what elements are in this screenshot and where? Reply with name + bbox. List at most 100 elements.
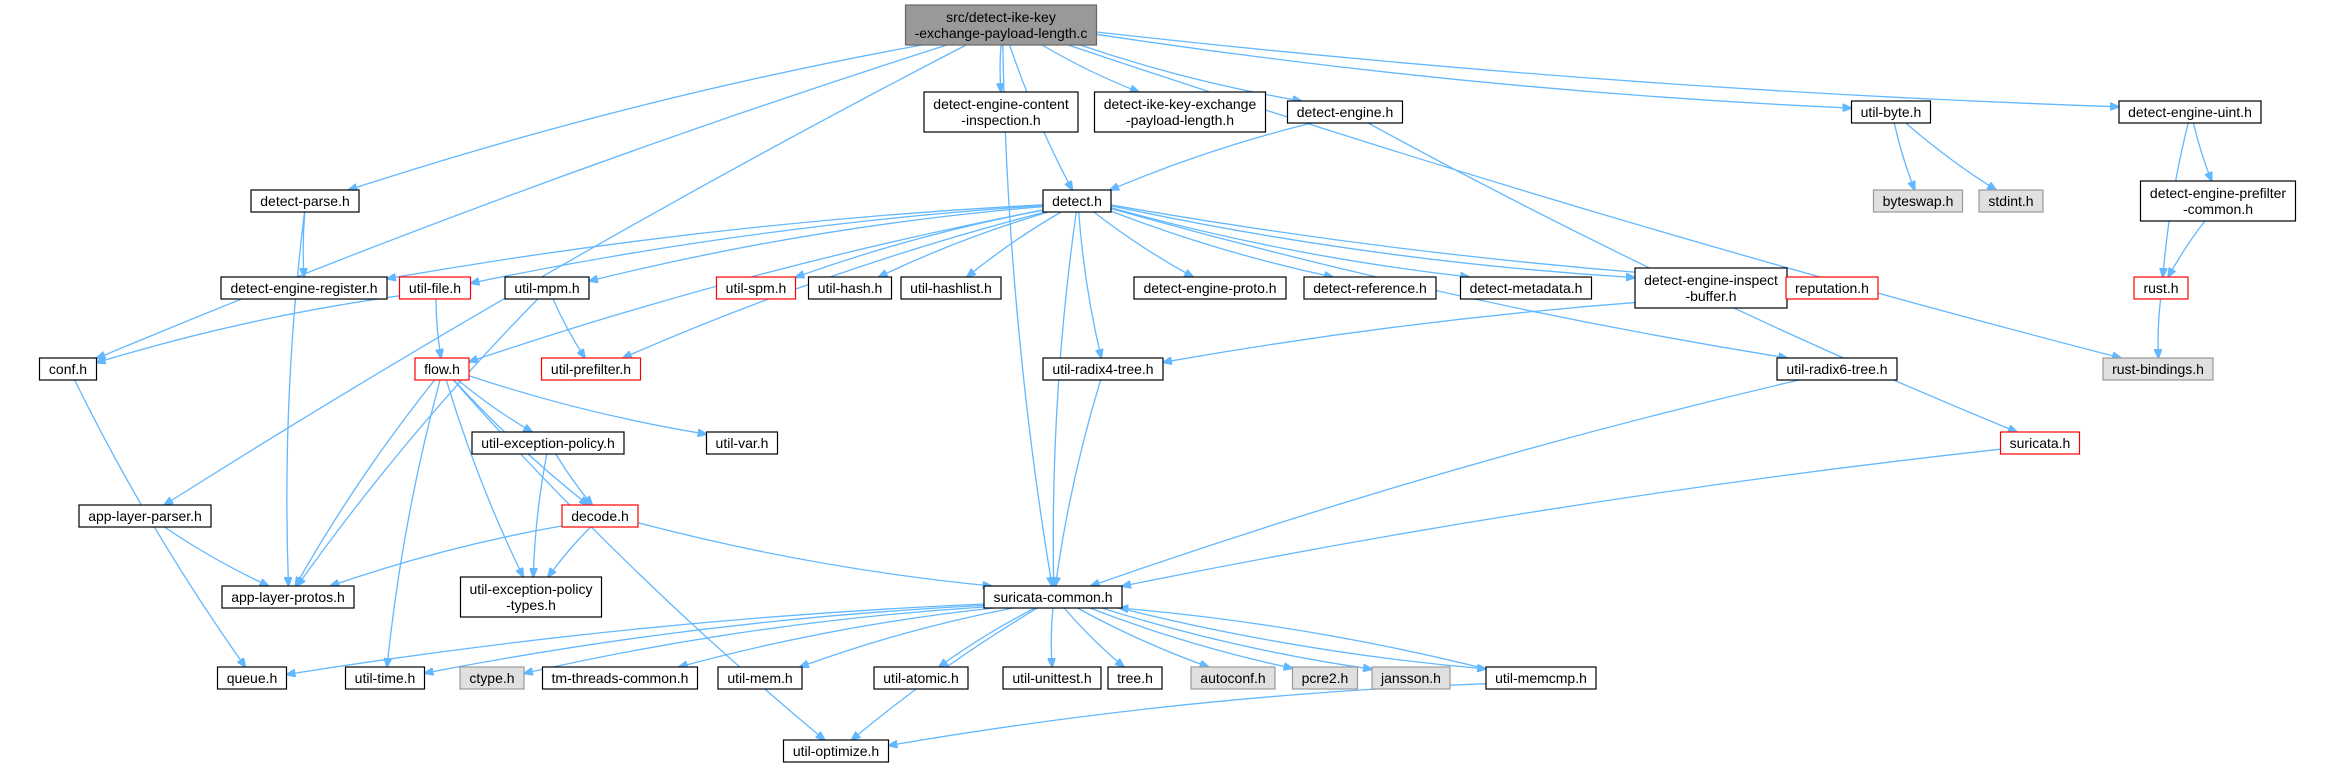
- node-detectreference[interactable]: detect-reference.h: [1303, 276, 1437, 300]
- node-applayerparser[interactable]: app-layer-parser.h: [78, 504, 212, 528]
- edge-root-to-detectengine: [1079, 44, 1301, 101]
- edge-root-to-utilbyte: [1096, 33, 1852, 108]
- node-utilhash[interactable]: util-hash.h: [807, 276, 893, 300]
- node-treeh[interactable]: tree.h: [1107, 666, 1163, 690]
- node-root[interactable]: src/detect-ike-key-exchange-payload-leng…: [904, 4, 1098, 46]
- node-contentinsp[interactable]: detect-engine-content-inspection.h: [923, 91, 1079, 133]
- node-utilmemcmp[interactable]: util-memcmp.h: [1485, 666, 1597, 690]
- node-engineproto[interactable]: detect-engine-proto.h: [1133, 276, 1287, 300]
- edge-suricatacommon-to-pcre2: [1089, 607, 1293, 668]
- node-label-applayerparser: app-layer-parser.h: [88, 508, 202, 524]
- node-box-engineproto: [1133, 276, 1287, 300]
- node-applayerprotos[interactable]: app-layer-protos.h: [221, 585, 355, 609]
- node-utilunittest[interactable]: util-unittest.h: [1002, 666, 1102, 690]
- node-rustbindings[interactable]: rust-bindings.h: [2102, 357, 2214, 381]
- node-label-exceptiontypes-line0: util-exception-policy: [470, 581, 593, 597]
- node-box-applayerparser: [78, 504, 212, 528]
- edge-root-to-detectparse: [349, 44, 923, 190]
- node-box-engineuint: [2118, 100, 2262, 124]
- node-conf[interactable]: conf.h: [38, 357, 98, 381]
- node-box-suricatacommon: [983, 585, 1123, 609]
- node-pcre2[interactable]: pcre2.h: [1291, 666, 1359, 690]
- edge-utilfile-to-conf: [97, 295, 400, 363]
- node-label-ctypeh: ctype.h: [469, 670, 514, 686]
- node-box-engineregister: [220, 276, 388, 300]
- edge-suricatacommon-to-ctypeh: [524, 606, 985, 673]
- node-label-utilbyte: util-byte.h: [1861, 104, 1922, 120]
- node-stdint[interactable]: stdint.h: [1978, 189, 2044, 213]
- node-inspectbuffer[interactable]: detect-engine-inspect-buffer.h: [1634, 267, 1788, 309]
- node-box-suricatah: [1999, 431, 2081, 455]
- node-box-exceptiontypes: [459, 576, 603, 618]
- node-utilspm[interactable]: util-spm.h: [715, 276, 797, 300]
- edge-suricatacommon-to-utilmemcmp: [1119, 607, 1486, 669]
- node-utilbyte[interactable]: util-byte.h: [1850, 100, 1932, 124]
- edges-layer: [74, 31, 2212, 746]
- node-label-utilhash: util-hash.h: [818, 280, 883, 296]
- node-suricatah[interactable]: suricata.h: [1999, 431, 2081, 455]
- node-rusth[interactable]: rust.h: [2133, 276, 2189, 300]
- node-queueh[interactable]: queue.h: [216, 666, 288, 690]
- node-radix6[interactable]: util-radix6-tree.h: [1776, 357, 1898, 381]
- node-tmthreads[interactable]: tm-threads-common.h: [541, 666, 699, 690]
- node-ctypeh[interactable]: ctype.h: [459, 666, 525, 690]
- node-label-flowh: flow.h: [424, 361, 460, 377]
- node-autoconf[interactable]: autoconf.h: [1190, 666, 1276, 690]
- node-utiloptimize[interactable]: util-optimize.h: [782, 739, 890, 763]
- node-box-utilunittest: [1002, 666, 1102, 690]
- node-suricatacommon[interactable]: suricata-common.h: [983, 585, 1123, 609]
- edge-rusth-to-rustbindings: [2158, 298, 2161, 358]
- node-prefiltercommon[interactable]: detect-engine-prefilter-common.h: [2139, 180, 2297, 222]
- node-box-detectengine: [1286, 100, 1404, 124]
- node-box-detectreference: [1303, 276, 1437, 300]
- node-utilatomic[interactable]: util-atomic.h: [873, 666, 969, 690]
- edge-detectengine-to-detecth: [1110, 122, 1313, 190]
- node-utiltime[interactable]: util-time.h: [344, 666, 426, 690]
- node-box-utilprefilter: [540, 357, 642, 381]
- edge-suricatacommon-to-utilatomic: [939, 607, 1036, 667]
- node-box-exceptionpolicy: [471, 431, 625, 455]
- edge-utilfile-to-flowh: [435, 298, 441, 358]
- node-label-engineuint: detect-engine-uint.h: [2128, 104, 2252, 120]
- node-decodeh[interactable]: decode.h: [561, 504, 639, 528]
- node-box-utilvar: [705, 431, 779, 455]
- node-flowh[interactable]: flow.h: [414, 357, 470, 381]
- node-utilprefilter[interactable]: util-prefilter.h: [540, 357, 642, 381]
- node-utilvar[interactable]: util-var.h: [705, 431, 779, 455]
- edge-exceptionpolicy-to-decodeh: [555, 453, 592, 505]
- node-utilmpm[interactable]: util-mpm.h: [504, 276, 590, 300]
- node-box-inspectbuffer: [1634, 267, 1788, 309]
- edge-decodeh-to-applayerprotos: [330, 525, 563, 586]
- node-detecth[interactable]: detect.h: [1042, 189, 1112, 213]
- node-label-exceptiontypes-line1: -types.h: [506, 597, 556, 613]
- node-engineregister[interactable]: detect-engine-register.h: [220, 276, 388, 300]
- node-detectparse[interactable]: detect-parse.h: [250, 189, 360, 213]
- edge-suricatacommon-to-autoconf: [1077, 607, 1208, 667]
- node-label-suricatah: suricata.h: [2010, 435, 2071, 451]
- edge-decodeh-to-suricatacommon: [637, 522, 992, 586]
- node-box-utiltime: [344, 666, 426, 690]
- node-box-rustbindings: [2102, 357, 2214, 381]
- edge-flowh-to-utilvar: [468, 375, 707, 435]
- node-radix4[interactable]: util-radix4-tree.h: [1042, 357, 1164, 381]
- node-label-jansson: jansson.h: [1380, 670, 1441, 686]
- node-reputation[interactable]: reputation.h: [1785, 276, 1879, 300]
- node-jansson[interactable]: jansson.h: [1371, 666, 1451, 690]
- edge-suricatacommon-to-tmthreads: [679, 607, 995, 667]
- node-utilhashlist[interactable]: util-hashlist.h: [900, 276, 1002, 300]
- node-exceptiontypes[interactable]: util-exception-policy-types.h: [459, 576, 603, 618]
- node-engineuint[interactable]: detect-engine-uint.h: [2118, 100, 2262, 124]
- node-detectengine[interactable]: detect-engine.h: [1286, 100, 1404, 124]
- node-box-contentinsp: [923, 91, 1079, 133]
- node-box-utilbyte: [1850, 100, 1932, 124]
- node-label-rustbindings: rust-bindings.h: [2112, 361, 2204, 377]
- node-byteswap[interactable]: byteswap.h: [1872, 189, 1964, 213]
- node-utilfile[interactable]: util-file.h: [398, 276, 472, 300]
- node-exceptionpolicy[interactable]: util-exception-policy.h: [471, 431, 625, 455]
- node-label-suricatacommon: suricata-common.h: [993, 589, 1112, 605]
- node-utilmem[interactable]: util-mem.h: [717, 666, 803, 690]
- node-detectmetadata[interactable]: detect-metadata.h: [1459, 276, 1593, 300]
- node-ikekeyh[interactable]: detect-ike-key-exchange-payload-length.h: [1093, 91, 1267, 133]
- node-box-decodeh: [561, 504, 639, 528]
